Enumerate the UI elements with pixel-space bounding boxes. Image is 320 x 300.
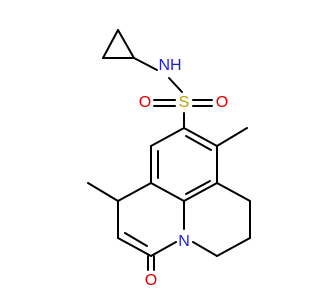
pyridinone-ring <box>117 182 177 257</box>
ring-bond-1 <box>183 127 218 147</box>
ring-bond-3 <box>183 182 218 202</box>
molecule-canvas: NH S O O N O <box>87 29 251 290</box>
atom-n-label: N <box>178 233 190 250</box>
bond-nh-s <box>168 77 183 93</box>
ring-bond-6 <box>150 127 185 147</box>
ring-bond-4 <box>150 182 185 202</box>
sat-bond-3 <box>216 237 251 257</box>
atom-o-left-label: O <box>139 94 151 111</box>
piperidine-ring <box>192 182 251 257</box>
atom-o-carbonyl-label: O <box>145 272 157 289</box>
atom-s-label: S <box>179 94 190 111</box>
atom-o-right-label: O <box>216 94 228 111</box>
sat-bond-1 <box>216 182 251 202</box>
molecule-structure: NH S O O N O <box>87 29 251 289</box>
bond-cp2 <box>102 29 119 59</box>
pyr-double <box>124 232 148 247</box>
bond-cp3 <box>117 29 135 59</box>
ring-double-1 <box>185 135 212 151</box>
benzene-ring <box>150 127 218 202</box>
bond-cp-nh <box>133 57 158 71</box>
pyr-bond-3 <box>117 237 152 257</box>
cyclopropyl-group <box>102 29 135 59</box>
sat-bond-4 <box>192 241 218 257</box>
bond-methyl-right <box>216 127 248 147</box>
atom-nh-label: NH <box>158 57 181 74</box>
pyr-bond-1 <box>117 182 152 202</box>
ring-double-2 <box>185 180 211 195</box>
pyr-bond-4 <box>150 241 177 257</box>
bond-methyl-left <box>87 182 119 202</box>
